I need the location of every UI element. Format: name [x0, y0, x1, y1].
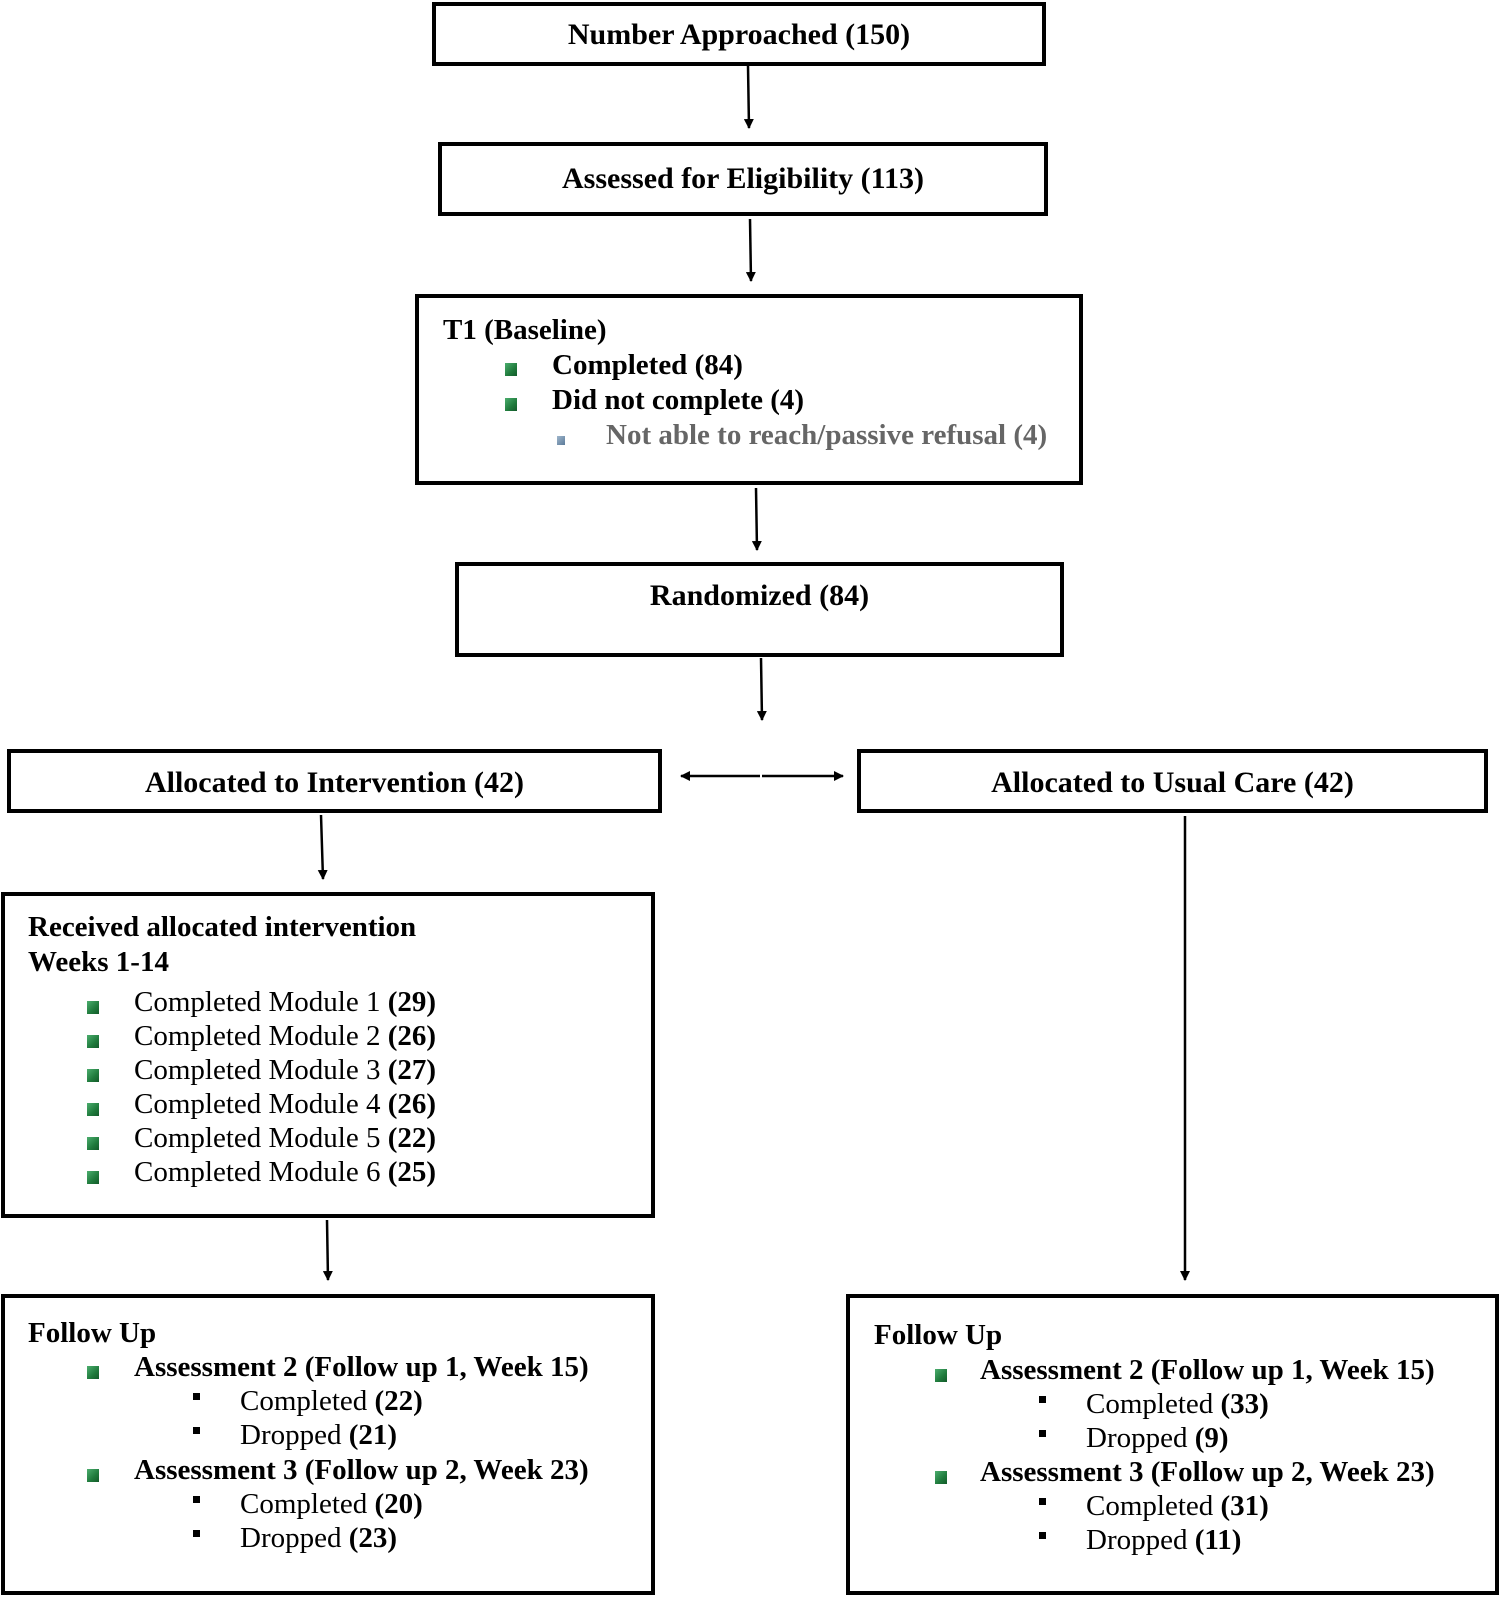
square-bullet-icon [557, 436, 565, 445]
arrow-randomized-split [756, 657, 767, 721]
followup-right-a2: Assessment 2 (Follow up 1, Week 15) [980, 1354, 1435, 1386]
followup-right-a2-completed: Completed (33) [1086, 1388, 1269, 1420]
green-bullet-icon [87, 1001, 99, 1014]
arrow-eligibility-baseline [745, 218, 756, 282]
black-bullet-icon [193, 1427, 200, 1434]
module-item: Completed Module 5 (22) [134, 1122, 437, 1154]
followup-left-a2: Assessment 2 (Follow up 1, Week 15) [134, 1351, 589, 1383]
green-bullet-icon [87, 1103, 99, 1116]
arrow-received-followup [322, 1219, 333, 1281]
randomized-label: Randomized (84) [649, 579, 870, 612]
followup-left-a3-completed: Completed (20) [240, 1488, 423, 1520]
green-bullet-icon [87, 1366, 99, 1379]
followup-right-a3-dropped: Dropped (11) [1086, 1524, 1242, 1556]
baseline-not-reach: Not able to reach/passive refusal (4) [606, 419, 1048, 451]
followup-right-a3-completed: Completed (31) [1086, 1490, 1269, 1522]
green-bullet-icon [505, 363, 517, 376]
black-bullet-icon [1039, 1532, 1046, 1539]
green-bullet-icon [87, 1035, 99, 1048]
usual-care-box: Allocated to Usual Care (42) [857, 749, 1488, 813]
intervention-box: Allocated to Intervention (42) [7, 749, 662, 813]
module-item: Completed Module 1 (29) [134, 986, 437, 1018]
followup-right-box: Follow Up Assessment 2 (Follow up 1, Wee… [846, 1294, 1499, 1595]
baseline-box: T1 (Baseline) Completed (84) Did not com… [415, 294, 1083, 485]
green-bullet-icon [87, 1171, 99, 1184]
module-item: Completed Module 2 (26) [134, 1020, 437, 1052]
black-bullet-icon [1039, 1396, 1046, 1403]
followup-left-title: Follow Up [28, 1317, 157, 1349]
usual-care-label: Allocated to Usual Care (42) [991, 766, 1354, 799]
green-bullet-icon [87, 1069, 99, 1082]
intervention-label: Allocated to Intervention (42) [144, 766, 525, 799]
approached-label: Number Approached (150) [567, 18, 911, 51]
baseline-completed: Completed (84) [552, 349, 743, 381]
received-title-line2: Weeks 1-14 [28, 946, 169, 978]
received-box: Received allocated intervention Weeks 1-… [1, 892, 655, 1218]
baseline-title: T1 (Baseline) [443, 314, 607, 346]
green-bullet-icon [87, 1137, 99, 1150]
eligibility-label: Assessed for Eligibility (113) [562, 162, 924, 195]
followup-right-a2-dropped: Dropped (9) [1086, 1422, 1229, 1454]
arrow-baseline-randomized [751, 487, 762, 551]
approached-box: Number Approached (150) [432, 2, 1046, 66]
green-bullet-icon [87, 1469, 99, 1482]
module-item: Completed Module 3 (27) [134, 1054, 437, 1086]
green-bullet-icon [935, 1471, 947, 1484]
followup-left-a2-dropped: Dropped (21) [240, 1419, 398, 1451]
black-bullet-icon [1039, 1498, 1046, 1505]
module-item: Completed Module 4 (26) [134, 1088, 437, 1120]
black-bullet-icon [193, 1393, 200, 1400]
eligibility-box: Assessed for Eligibility (113) [438, 142, 1048, 216]
black-bullet-icon [193, 1530, 200, 1537]
received-title-line1: Received allocated intervention [28, 911, 417, 943]
followup-left-a3: Assessment 3 (Follow up 2, Week 23) [134, 1454, 589, 1486]
black-bullet-icon [193, 1496, 200, 1503]
baseline-did-not-complete: Did not complete (4) [552, 384, 805, 416]
followup-right-a3: Assessment 3 (Follow up 2, Week 23) [980, 1456, 1435, 1488]
followup-left-box: Follow Up Assessment 2 (Follow up 1, Wee… [1, 1294, 655, 1595]
arrow-approached-eligibility [743, 65, 754, 129]
black-bullet-icon [1039, 1430, 1046, 1437]
followup-left-a3-dropped: Dropped (23) [240, 1522, 398, 1554]
module-item: Completed Module 6 (25) [134, 1156, 437, 1188]
arrow-intervention-received [317, 814, 328, 880]
followup-left-a2-completed: Completed (22) [240, 1385, 423, 1417]
randomized-box: Randomized (84) [455, 562, 1064, 657]
green-bullet-icon [505, 398, 517, 411]
green-bullet-icon [935, 1369, 947, 1382]
followup-right-title: Follow Up [874, 1319, 1003, 1351]
